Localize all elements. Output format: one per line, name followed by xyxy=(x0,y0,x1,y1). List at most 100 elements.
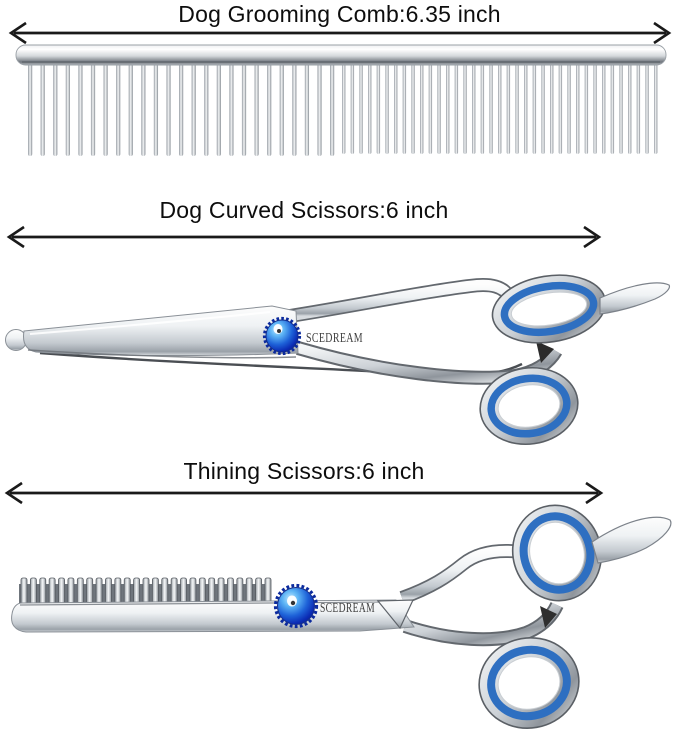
arrow-right-head xyxy=(653,21,672,45)
tooth xyxy=(420,62,424,154)
tooth xyxy=(619,62,623,154)
upper-finger-ring xyxy=(491,274,607,344)
tooth xyxy=(645,62,649,154)
tooth xyxy=(610,62,615,154)
tooth xyxy=(204,62,209,156)
tooth xyxy=(515,62,519,154)
comb-image xyxy=(15,44,667,156)
tooth xyxy=(385,62,389,154)
curved-lower-shank xyxy=(296,343,561,383)
tooth xyxy=(179,62,184,156)
tooth xyxy=(208,577,216,606)
tooth xyxy=(454,62,459,154)
tooth xyxy=(20,577,28,606)
blue-ring-insert xyxy=(500,281,598,337)
brand-engraving: SCEDREAM xyxy=(306,330,363,345)
tooth xyxy=(532,62,537,154)
tooth xyxy=(368,62,372,154)
tooth xyxy=(394,62,398,154)
tooth xyxy=(628,62,632,154)
comb-dimension-arrow xyxy=(8,21,672,45)
tooth xyxy=(541,62,545,154)
tooth xyxy=(567,62,571,154)
tooth xyxy=(350,62,355,154)
tooth xyxy=(191,62,196,156)
tooth xyxy=(29,577,37,606)
thinning-dimension-arrow xyxy=(4,481,604,505)
tooth xyxy=(506,62,511,154)
curved-dimension-arrow xyxy=(6,225,602,249)
thinning-scissors-image: SCEDREAM xyxy=(11,504,672,729)
finger-rest xyxy=(599,282,671,315)
tension-screw xyxy=(277,587,315,625)
tooth xyxy=(489,62,493,154)
tooth xyxy=(189,577,197,606)
lower-finger-ring xyxy=(479,366,579,446)
brand-engraving: SCEDREAM xyxy=(320,600,375,615)
tooth xyxy=(279,62,284,156)
arrow-right-head xyxy=(583,225,602,249)
tooth xyxy=(342,62,346,154)
tooth xyxy=(151,577,159,606)
tooth xyxy=(376,62,381,154)
screw-serration xyxy=(262,316,302,356)
tooth xyxy=(141,62,146,156)
tooth xyxy=(180,577,187,606)
tooth xyxy=(593,62,597,154)
tooth xyxy=(105,577,112,606)
shank-crossing xyxy=(540,606,557,628)
tooth xyxy=(48,577,56,606)
comb-spine xyxy=(15,44,667,66)
tooth xyxy=(446,62,450,154)
blue-ring-insert xyxy=(487,645,571,721)
tooth xyxy=(78,62,83,156)
tooth xyxy=(58,577,65,606)
tooth xyxy=(254,62,259,156)
tooth xyxy=(292,62,297,156)
tooth xyxy=(411,62,415,154)
tooth xyxy=(76,577,84,606)
shank-crossing xyxy=(536,341,554,363)
finger-rest xyxy=(591,516,672,564)
tooth xyxy=(86,577,94,606)
tooth xyxy=(584,62,589,154)
tooth xyxy=(241,62,247,156)
tooth xyxy=(123,577,131,606)
tooth xyxy=(636,62,641,154)
comb-wide-teeth xyxy=(28,62,335,156)
tooth xyxy=(39,577,47,606)
tooth xyxy=(95,577,103,606)
tooth xyxy=(463,62,467,154)
tooth xyxy=(116,62,121,156)
curved-scissors-title: Dog Curved Scissors:6 inch xyxy=(159,197,449,223)
tooth xyxy=(53,62,58,156)
tooth xyxy=(437,62,441,154)
arrow-left-head xyxy=(6,225,25,249)
tooth xyxy=(166,62,171,156)
arrow-left-head xyxy=(8,21,27,45)
tooth xyxy=(359,62,363,154)
tooth xyxy=(133,577,141,606)
comb-title: Dog Grooming Comb:6.35 inch xyxy=(178,1,501,27)
tooth xyxy=(498,62,502,154)
tooth xyxy=(558,62,563,154)
thinning-scissors-title: Thining Scissors:6 inch xyxy=(183,458,425,484)
tooth xyxy=(330,62,335,156)
blue-ring-insert xyxy=(519,512,595,594)
tooth xyxy=(90,62,96,156)
tension-screw xyxy=(265,319,299,353)
tooth xyxy=(198,577,206,606)
tooth xyxy=(28,62,33,156)
tooth xyxy=(67,577,75,606)
tooth xyxy=(402,62,407,154)
blade-notch xyxy=(376,599,414,630)
tooth xyxy=(550,62,554,154)
tooth xyxy=(654,62,658,154)
curved-blade xyxy=(23,305,299,357)
screw-serration xyxy=(273,583,319,629)
tooth xyxy=(142,577,150,606)
curved-upper-shank xyxy=(289,279,514,322)
arrow-right-head xyxy=(585,481,604,505)
comb-fine-teeth xyxy=(342,62,658,154)
